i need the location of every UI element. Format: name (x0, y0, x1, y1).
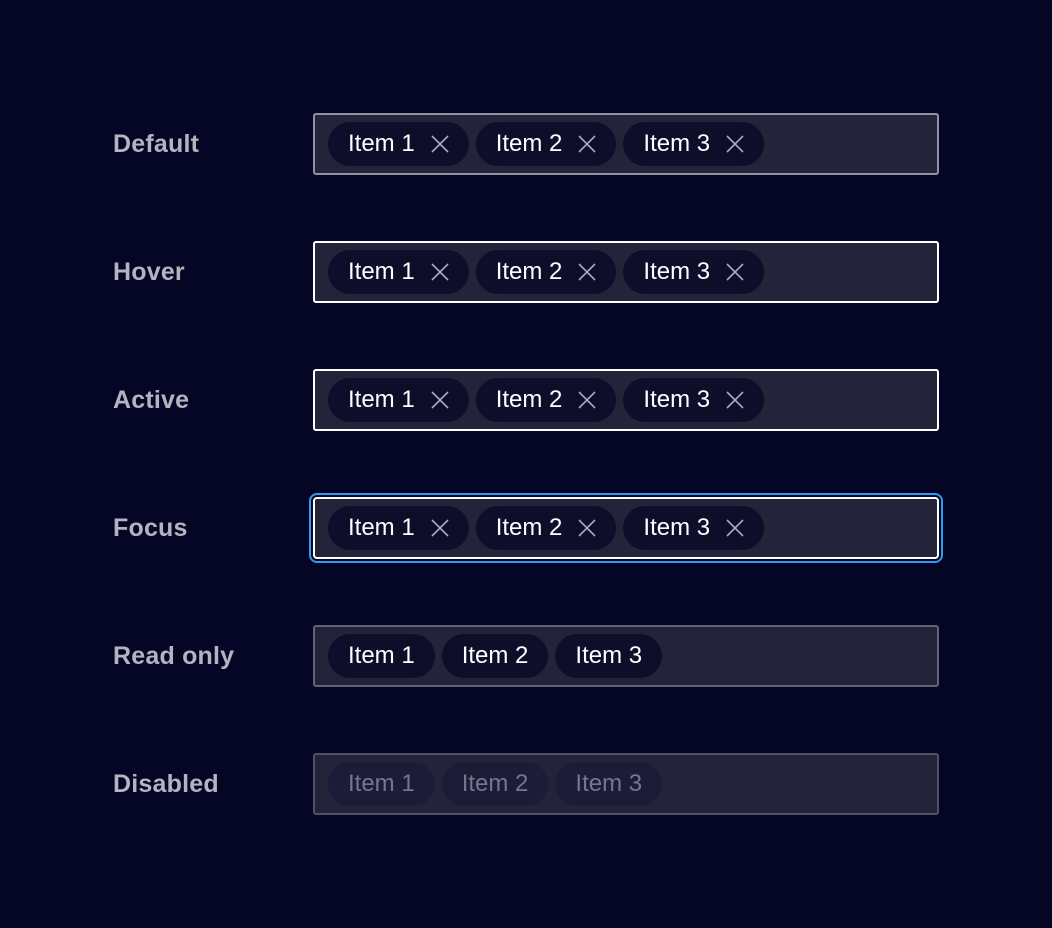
tag-input-field-readonly[interactable]: Item 1 Item 2 Item 3 (313, 625, 939, 687)
close-icon[interactable] (723, 388, 747, 412)
state-label-hover: Hover (113, 257, 185, 286)
tag-pill: Item 3 (555, 634, 663, 678)
tag-pill-label: Item 3 (643, 130, 711, 157)
tag-pill-label: Item 1 (348, 258, 415, 285)
tag-pill: Item 1 (328, 506, 469, 550)
tag-pill-label: Item 1 (348, 514, 415, 541)
tag-pill: Item 2 (441, 762, 549, 806)
tag-pill-label: Item 3 (575, 642, 643, 669)
close-icon[interactable] (428, 516, 452, 540)
tag-pill: Item 1 (328, 762, 435, 806)
tag-pill: Item 1 (328, 250, 469, 294)
state-row-hover: Hover Item 1 Item 2 Item 3 (113, 241, 939, 303)
tag-input-field-disabled: Item 1 Item 2 Item 3 (313, 753, 939, 815)
tag-pill-label: Item 3 (643, 514, 711, 541)
state-label-readonly: Read only (113, 641, 235, 670)
tag-input-field-default[interactable]: Item 1 Item 2 Item 3 (313, 113, 939, 175)
state-row-active: Active Item 1 Item 2 Item 3 (113, 369, 939, 431)
tag-pill-label: Item 2 (461, 642, 529, 669)
close-icon[interactable] (723, 260, 747, 284)
close-icon[interactable] (428, 260, 452, 284)
tag-pill: Item 2 (475, 378, 617, 422)
tag-pill: Item 1 (328, 634, 435, 678)
state-label-focus: Focus (113, 513, 188, 542)
state-label-active: Active (113, 385, 190, 414)
close-icon[interactable] (575, 516, 599, 540)
tag-pill-label: Item 3 (643, 258, 711, 285)
tag-pill-label: Item 3 (643, 386, 711, 413)
tag-pill-label: Item 2 (495, 514, 563, 541)
tag-pill: Item 2 (475, 250, 617, 294)
tag-pill: Item 2 (475, 506, 617, 550)
state-row-disabled: Disabled Item 1 Item 2 Item 3 (113, 753, 939, 815)
tag-pill: Item 3 (555, 762, 663, 806)
tag-pill-label: Item 1 (348, 642, 415, 669)
tag-input-field-active[interactable]: Item 1 Item 2 Item 3 (313, 369, 939, 431)
tag-input-field-hover[interactable]: Item 1 Item 2 Item 3 (313, 241, 939, 303)
tag-pill: Item 2 (475, 122, 617, 166)
tag-pill: Item 3 (623, 122, 765, 166)
tag-pill: Item 1 (328, 122, 469, 166)
tag-pill: Item 3 (623, 506, 765, 550)
close-icon[interactable] (575, 132, 599, 156)
tag-pill: Item 3 (623, 378, 765, 422)
tag-pill: Item 3 (623, 250, 765, 294)
tag-pill-label: Item 2 (495, 258, 563, 285)
tag-pill-label: Item 2 (461, 770, 529, 797)
tag-input-field-focus[interactable]: Item 1 Item 2 Item 3 (309, 493, 943, 563)
tag-pill-label: Item 2 (495, 386, 563, 413)
tag-pill-label: Item 1 (348, 770, 415, 797)
state-row-focus: Focus Item 1 Item 2 Item 3 (113, 493, 943, 563)
tag-pill: Item 1 (328, 378, 469, 422)
state-row-default: Default Item 1 Item 2 Item 3 (113, 113, 939, 175)
close-icon[interactable] (575, 260, 599, 284)
close-icon[interactable] (428, 388, 452, 412)
close-icon[interactable] (723, 516, 747, 540)
tag-pill-label: Item 2 (495, 130, 563, 157)
state-row-readonly: Read only Item 1 Item 2 Item 3 (113, 625, 939, 687)
tag-pill-label: Item 1 (348, 386, 415, 413)
tag-pill-label: Item 3 (575, 770, 643, 797)
tag-pill-label: Item 1 (348, 130, 415, 157)
close-icon[interactable] (723, 132, 747, 156)
close-icon[interactable] (575, 388, 599, 412)
state-label-default: Default (113, 129, 200, 158)
tag-pill: Item 2 (441, 634, 549, 678)
close-icon[interactable] (428, 132, 452, 156)
state-label-disabled: Disabled (113, 769, 219, 798)
